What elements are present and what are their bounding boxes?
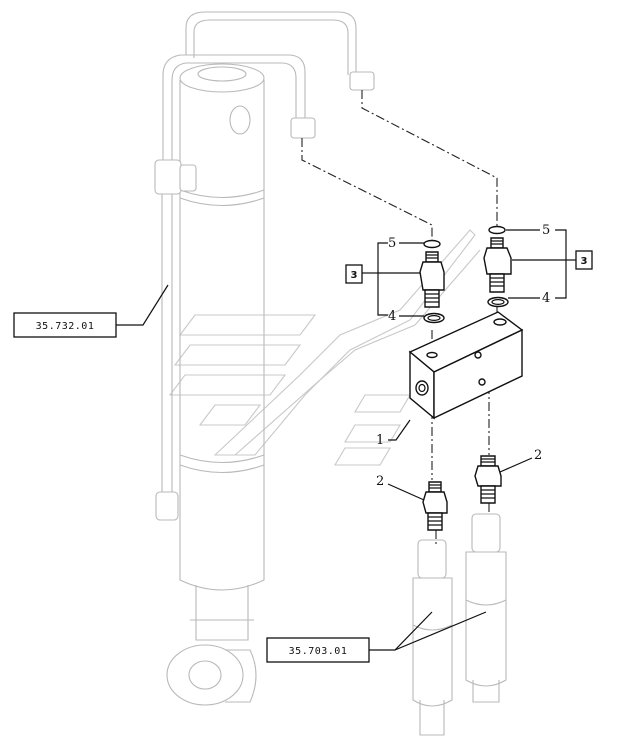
reference-label-cylinder[interactable]: 35.732.01 [13, 312, 117, 338]
callout-2-left: 2 [376, 474, 384, 489]
reference-label-lower-cylinders[interactable]: 35.703.01 [266, 637, 370, 663]
hydraulic-cylinder-ghost [154, 11, 375, 706]
callout-4-left: 4 [388, 309, 396, 324]
leader-lines [116, 229, 576, 651]
kit-label-right: 3 [575, 250, 593, 270]
lower-fitting-left [422, 481, 448, 531]
lower-fitting-right [474, 455, 502, 504]
valve-block [408, 311, 524, 420]
callout-2-right: 2 [534, 448, 542, 463]
lower-cylinders-ghost [412, 513, 507, 736]
reference-text-lower-cylinders: 35.703.01 [289, 646, 348, 657]
upper-fitting-right [483, 237, 512, 293]
callout-5-right: 5 [542, 223, 550, 238]
callout-4-right: 4 [542, 291, 550, 306]
upper-fitting-left [419, 251, 445, 308]
o-ring-lower-left [423, 312, 445, 324]
item-callouts: 5 4 5 4 1 2 2 [376, 223, 550, 489]
assembly-centerlines [301, 90, 498, 545]
o-ring-lower-right [487, 296, 509, 308]
kit-label-left: 3 [345, 264, 363, 284]
o-ring-upper-right [488, 225, 506, 235]
kit-number-left: 3 [351, 270, 358, 281]
callout-5-left: 5 [388, 236, 396, 251]
kit-number-right: 3 [581, 256, 588, 267]
o-ring-upper-left [423, 239, 441, 249]
reference-text-cylinder: 35.732.01 [36, 321, 95, 332]
callout-1: 1 [376, 433, 384, 448]
